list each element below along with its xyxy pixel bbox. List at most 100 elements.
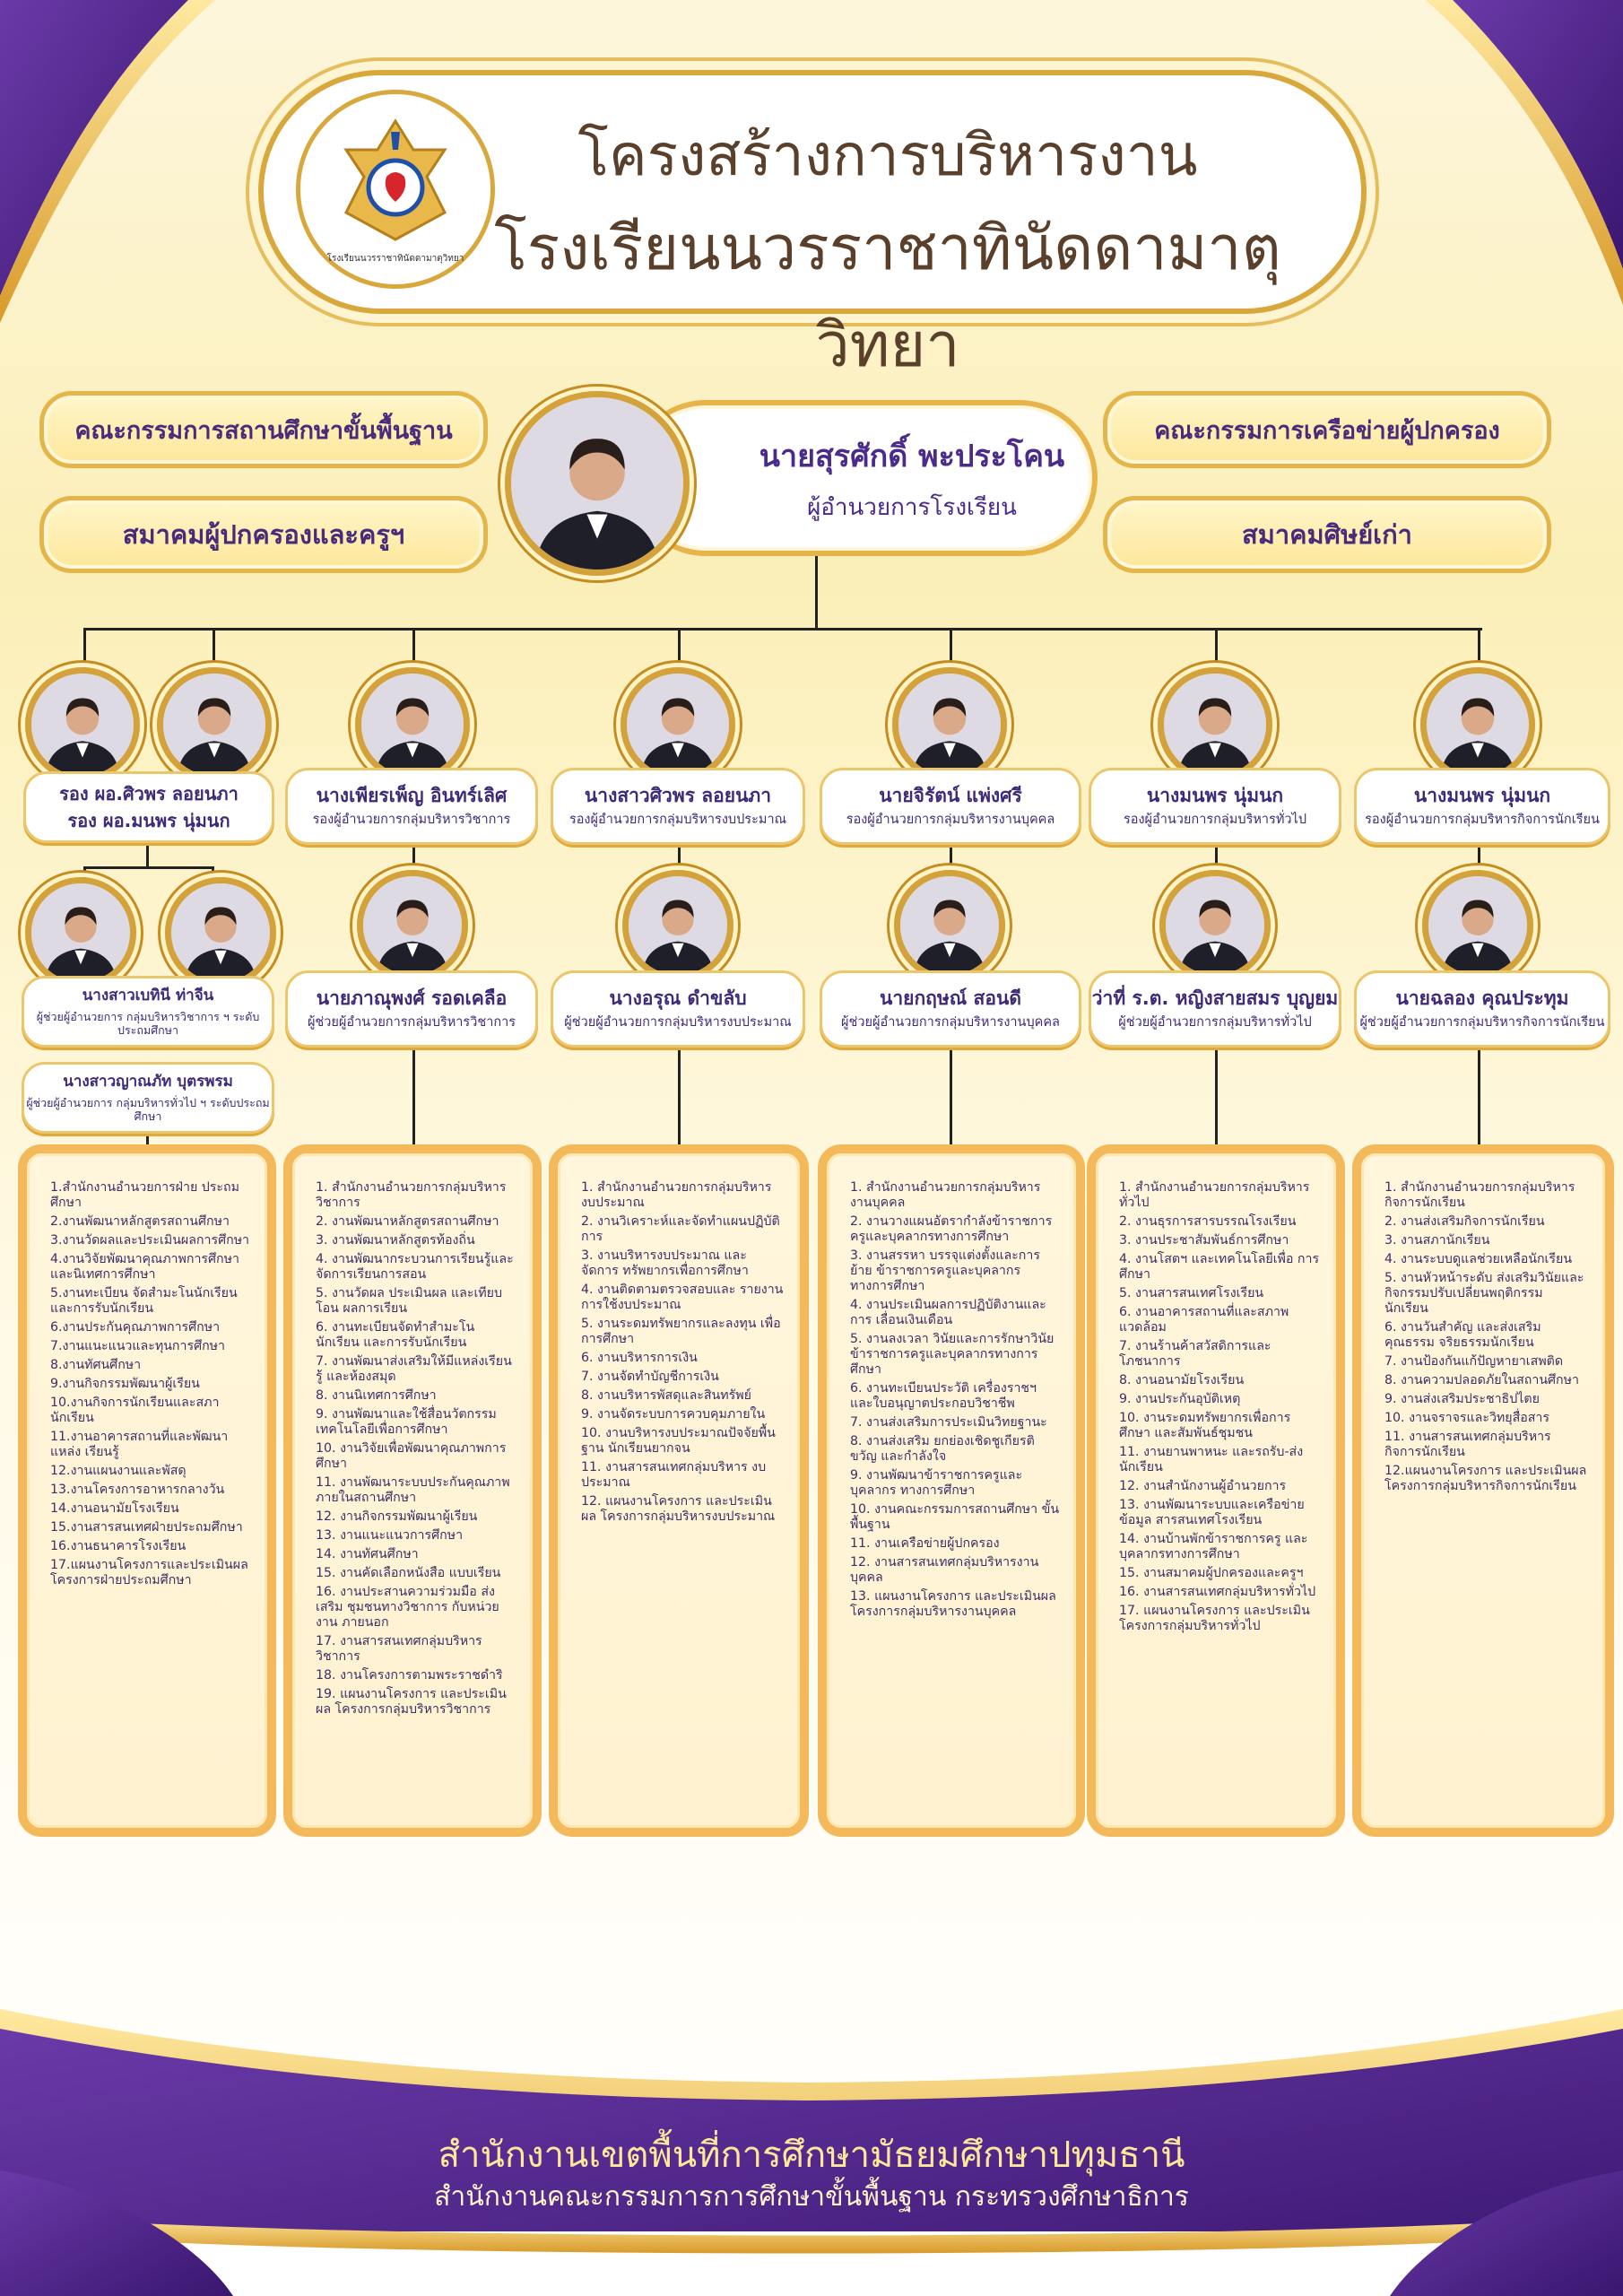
duty-item: 11. งานเครือข่ายผู้ปกครอง: [850, 1536, 1000, 1551]
duty-item: 1. สำนักงานอำนวยการกลุ่มบริหาร วิชาการ: [316, 1180, 507, 1210]
duty-item: 13. แผนงานโครงการ และประเมินผล โครงการกล…: [850, 1589, 1056, 1619]
duty-item: 8. งานบริหารพัสดุและสินทรัพย์: [581, 1388, 751, 1403]
duty-item: 7. งานป้องกันแก้ปัญหายาเสพติด: [1384, 1354, 1564, 1369]
duty-item: 3. งานสรรหา บรรจุแต่งตั้งและการย้าย ข้าร…: [850, 1248, 1040, 1293]
page-title-line1: โครงสร้างการบริหารงาน: [577, 123, 1198, 189]
person-role: ผู้ช่วยผู้อำนวยการกลุ่มบริหารทั่วไป: [1118, 1014, 1312, 1030]
duty-item: 3. งานพัฒนาหลักสูตรท้องถิ่น: [316, 1233, 475, 1248]
deputy-bus-line: [83, 628, 1482, 631]
deputy-nameplate-5: นางมนพร นุ่มนกรองผู้อำนวยการกลุ่มบริหารก…: [1354, 768, 1610, 845]
duty-item: 17.แผนงานโครงการและประเมินผล โครงการฝ่าย…: [50, 1558, 248, 1587]
deputy-photo-3: [892, 667, 1007, 782]
duty-item: 12. งานสำนักงานผู้อำนวยการ: [1119, 1479, 1287, 1493]
deputy-drop-3: [678, 628, 681, 669]
duty-item: 17. งานสารสนเทศกลุ่มบริหารวิชาการ: [316, 1634, 482, 1664]
duty-connector-3: [1215, 1048, 1218, 1144]
assistant-nameplate-3: นางอรุณ ดำขลับผู้ช่วยผู้อำนวยการกลุ่มบริ…: [551, 970, 805, 1048]
duty-item: 15. งานสมาคมผู้ปกครองและครูฯ: [1119, 1566, 1304, 1580]
assistant-photo-6: [1422, 870, 1533, 981]
assistant-nameplate-5: ว่าที่ ร.ต. หญิงสายสมร บุญยมผู้ช่วยผู้อำ…: [1089, 970, 1341, 1048]
duty-item: 10. งานวิจัยเพื่อพัฒนาคุณภาพการศึกษา: [316, 1441, 507, 1471]
person-photo-icon: [1166, 876, 1264, 975]
assistant-bus-col1: [83, 866, 212, 869]
duty-item: 10. งานจราจรและวิทยุสื่อสาร: [1384, 1411, 1550, 1425]
person-role: รอง ผอ.มนพร นุ่มนก: [67, 810, 230, 831]
duty-item: 7. งานพัฒนาส่งเสริมให้มีแหล่งเรียนรู้ แล…: [316, 1354, 512, 1384]
person-role: ผู้ช่วยผู้อำนวยการกลุ่มบริหารกิจการนักเร…: [1359, 1014, 1605, 1030]
person-role: รองผู้อำนวยการกลุ่มบริหารงบประมาณ: [568, 812, 787, 827]
duty-item: 12. งานกิจกรรมพัฒนาผู้เรียน: [316, 1509, 478, 1524]
duty-connector-1: [678, 1048, 681, 1144]
duty-item: 4. งานพัฒนากระบวนการเรียนรู้และ จัดการเร…: [316, 1252, 514, 1282]
footer-ministry-name: สำนักงานคณะกรรมการการศึกษาขั้นพื้นฐาน กร…: [434, 2181, 1189, 2213]
person-photo-icon: [511, 397, 683, 570]
duty-item: 4. งานประเมินผลการปฏิบัติงานและการ เลื่อ…: [850, 1298, 1046, 1327]
duty-item: 12. งานสารสนเทศกลุ่มบริหารงานบุคคล: [850, 1555, 1039, 1585]
duty-item: 4. งานโสตฯ และเทคโนโลยีเพื่อ การศึกษา: [1119, 1252, 1320, 1282]
deputy-photo-siwaporn: [25, 667, 140, 782]
person-name: นางสาวเบทินี ท่าจีน: [82, 986, 214, 1004]
duty-item: 9. งานประกันอุบัติเหตุ: [1119, 1392, 1241, 1406]
duty-item: 9. งานจัดระบบการควบคุมภายใน: [581, 1407, 766, 1422]
duty-item: 8. งานนิเทศการศึกษา: [316, 1388, 437, 1403]
person-name: นางสาวศิวพร ลอยนภา: [584, 784, 772, 806]
duty-item: 5. งานหัวหน้าระดับ ส่งเสริมวินัยและ กิจก…: [1384, 1271, 1584, 1316]
person-photo-icon: [1427, 674, 1529, 776]
director-name: นายสุรศักดิ์ พะประโคน: [759, 438, 1065, 474]
duty-item: 7. งานร้านค้าสวัสดิการและโภชนาการ: [1119, 1339, 1271, 1369]
person-photo-icon: [1428, 876, 1527, 975]
logo-caption: โรงเรียนนวรราชาทินัดดามาตุวิทยา: [326, 253, 464, 264]
school-logo: โรงเรียนนวรราชาทินัดดามาตุวิทยา: [296, 90, 495, 289]
person-name: นางมนพร นุ่มนก: [1413, 784, 1551, 806]
duty-item: 6. งานทะเบียนประวัติ เครื่องราชฯ และใบอน…: [850, 1381, 1037, 1411]
duty-item: 8.งานทัศนศึกษา: [50, 1358, 142, 1372]
deputy-drop-4: [950, 628, 952, 669]
duty-item: 16. งานสารสนเทศกลุ่มบริหารทั่วไป: [1119, 1585, 1316, 1599]
duty-item: 4. งานระบบดูแลช่วยเหลือนักเรียน: [1384, 1252, 1573, 1266]
duty-item: 3. งานสภานักเรียน: [1384, 1233, 1490, 1248]
deputy-nameplate-2: นางสาวศิวพร ลอยนภารองผู้อำนวยการกลุ่มบริ…: [551, 768, 805, 845]
person-role: ผู้ช่วยผู้อำนวยการกลุ่มบริหารวิชาการ: [307, 1014, 516, 1030]
person-role: รองผู้อำนวยการกลุ่มบริหารกิจการนักเรียน: [1365, 812, 1600, 827]
deputy-drop-2: [412, 628, 415, 669]
duty-item: 12.งานแผนงานและพัสดุ: [50, 1464, 187, 1478]
duty-item: 6.งานประกันคุณภาพการศึกษา: [50, 1320, 221, 1335]
duty-item: 16. งานประสานความร่วมมือ ส่งเสริม ชุมชนท…: [316, 1585, 499, 1630]
duty-item: 1.สำนักงานอำนวยการฝ่าย ประถมศึกษา: [50, 1180, 239, 1210]
deputy-photo-2: [621, 667, 735, 782]
duty-item: 10.งานกิจการนักเรียนและสภา นักเรียน: [50, 1396, 220, 1425]
duty-item: 14.งานอนามัยโรงเรียน: [50, 1501, 179, 1516]
deputy-photo-manaporn: [157, 667, 272, 782]
deputy-nameplate-3: นายจิรัตน์ แพ่งศรีรองผู้อำนวยการกลุ่มบริ…: [820, 768, 1081, 845]
box-parent-teacher-association: สมาคมผู้ปกครองและครูฯ: [39, 496, 488, 573]
duty-item: 13. งานแนะแนวการศึกษา: [316, 1528, 464, 1543]
person-photo-icon: [31, 674, 134, 776]
duty-item: 10. งานบริหารงบประมาณปัจจัยพื้นฐาน นักเร…: [581, 1426, 776, 1456]
duty-item: 2.งานพัฒนาหลักสูตรสถานศึกษา: [50, 1214, 230, 1229]
duty-item: 15.งานสารสนเทศฝ่ายประถมศึกษา: [50, 1520, 243, 1535]
duty-item: 9. งานพัฒนาข้าราชการครูและบุคลากร ทางการ…: [850, 1468, 1023, 1498]
deputy-drop-5: [1215, 628, 1218, 669]
duty-item: 11. งานสารสนเทศกลุ่มบริหาร กิจการนักเรีย…: [1384, 1430, 1551, 1459]
box-alumni-association: สมาคมศิษย์เก่า: [1103, 496, 1551, 573]
duty-item: 9. งานพัฒนาและใช้สื่อนวัตกรรม เทคโนโลยีเ…: [316, 1407, 497, 1437]
person-photo-icon: [361, 674, 464, 776]
footer-office-name: สำนักงานเขตพื้นที่การศึกษามัธยมศึกษาปทุม…: [438, 2135, 1185, 2176]
duty-item: 9. งานส่งเสริมประชาธิปไตย: [1384, 1392, 1540, 1406]
director-photo: [505, 391, 690, 576]
assistant-photo-betinee: [25, 877, 136, 988]
duty-item: 11. งานสารสนเทศกลุ่มบริหาร งบประมาณ: [581, 1460, 767, 1490]
duty-drop-col1: [146, 1123, 149, 1146]
person-photo-icon: [900, 876, 999, 975]
assistant-connector-0: [412, 834, 415, 872]
duty-item: 3. งานบริหารงบประมาณ และจัดการ ทรัพยากรเ…: [581, 1248, 749, 1278]
box-basic-education-committee: คณะกรรมการสถานศึกษาขั้นพื้นฐาน: [39, 391, 488, 468]
deputy-photo-1: [355, 667, 470, 782]
person-role: ผู้ช่วยผู้อำนวยการกลุ่มบริหารงานบุคคล: [841, 1014, 1060, 1030]
person-photo-icon: [171, 883, 270, 982]
duty-item: 13.งานโครงการอาหารกลางวัน: [50, 1483, 225, 1497]
duty-item: 2. งานวิเคราะห์และจัดทำแผนปฏิบัติการ: [581, 1214, 780, 1244]
